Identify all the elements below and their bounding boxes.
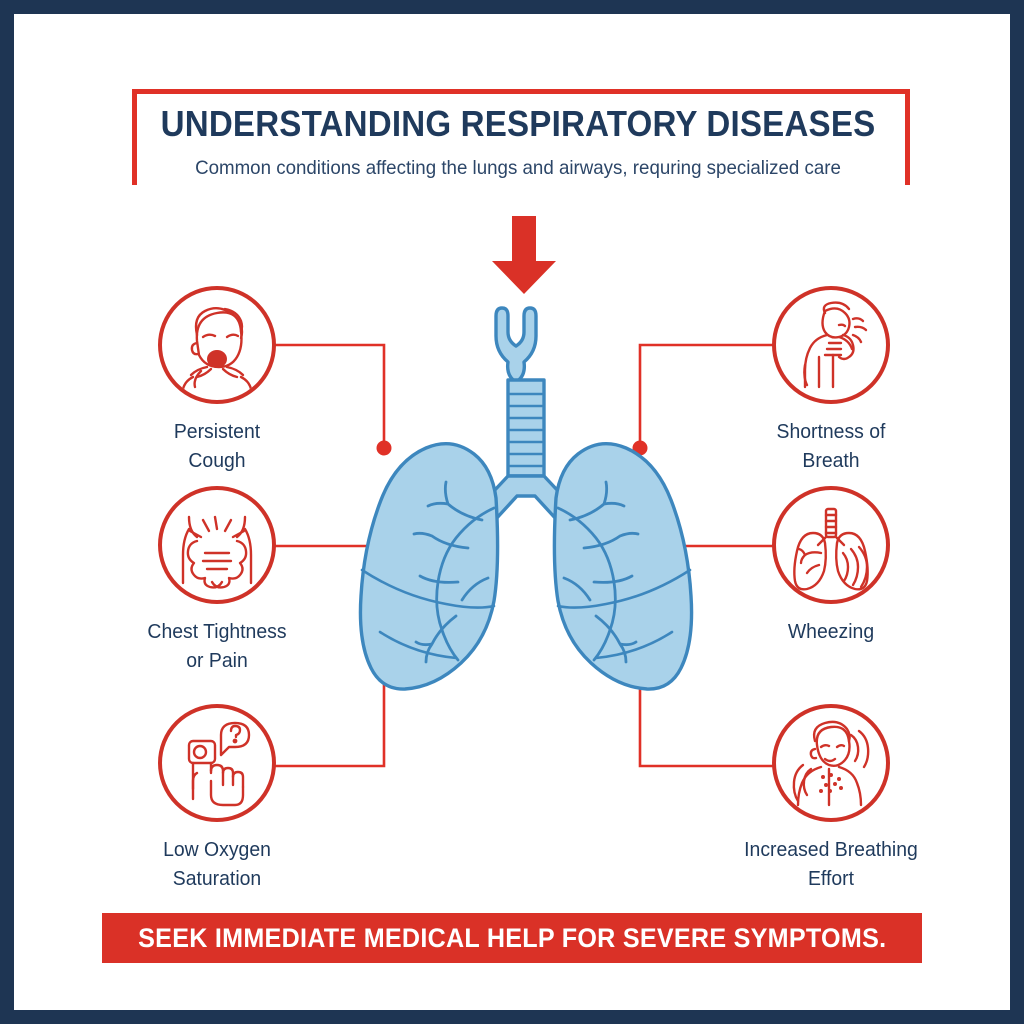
pulse-oximeter-finger-icon <box>158 704 276 822</box>
symptom-increased-breathing-effort[interactable]: Increased Breathing Effort <box>716 704 946 894</box>
down-arrow-icon <box>492 216 556 294</box>
header-block: UNDERSTANDING RESPIRATORY DISEASES Commo… <box>118 75 918 185</box>
lungs-wheeze-icon <box>772 486 890 604</box>
symptom-label: Low Oxygen Saturation <box>163 839 271 890</box>
footer-alert-banner: SEEK IMMEDIATE MEDICAL HELP FOR SEVERE S… <box>102 913 922 963</box>
symptom-wheezing[interactable]: Wheezing <box>726 486 936 647</box>
chest-pain-hands-icon <box>158 486 276 604</box>
symptom-chest-tightness[interactable]: Chest Tightness or Pain <box>112 486 322 676</box>
symptom-low-oxygen-saturation[interactable]: Low Oxygen Saturation <box>112 704 322 894</box>
symptom-label: Increased Breathing Effort <box>744 839 918 890</box>
poster-canvas: UNDERSTANDING RESPIRATORY DISEASES Commo… <box>14 14 1010 1010</box>
symptom-label: Chest Tightness or Pain <box>147 621 287 672</box>
page-subtitle: Common conditions affecting the lungs an… <box>195 157 841 179</box>
breathless-person-icon <box>772 286 890 404</box>
coughing-person-icon <box>158 286 276 404</box>
lungs-anatomy-illustration <box>358 306 694 691</box>
symptom-label: Wheezing <box>787 621 875 643</box>
symptom-label: Persistent Cough <box>173 421 261 472</box>
symptom-label: Shortness of Breath <box>776 421 886 472</box>
symptom-persistent-cough[interactable]: Persistent Cough <box>112 286 322 476</box>
footer-alert-text: SEEK IMMEDIATE MEDICAL HELP FOR SEVERE S… <box>137 922 887 953</box>
page-title: UNDERSTANDING RESPIRATORY DISEASES <box>160 103 876 144</box>
symptom-shortness-of-breath[interactable]: Shortness of Breath <box>726 286 936 476</box>
labored-breathing-person-icon <box>772 704 890 822</box>
